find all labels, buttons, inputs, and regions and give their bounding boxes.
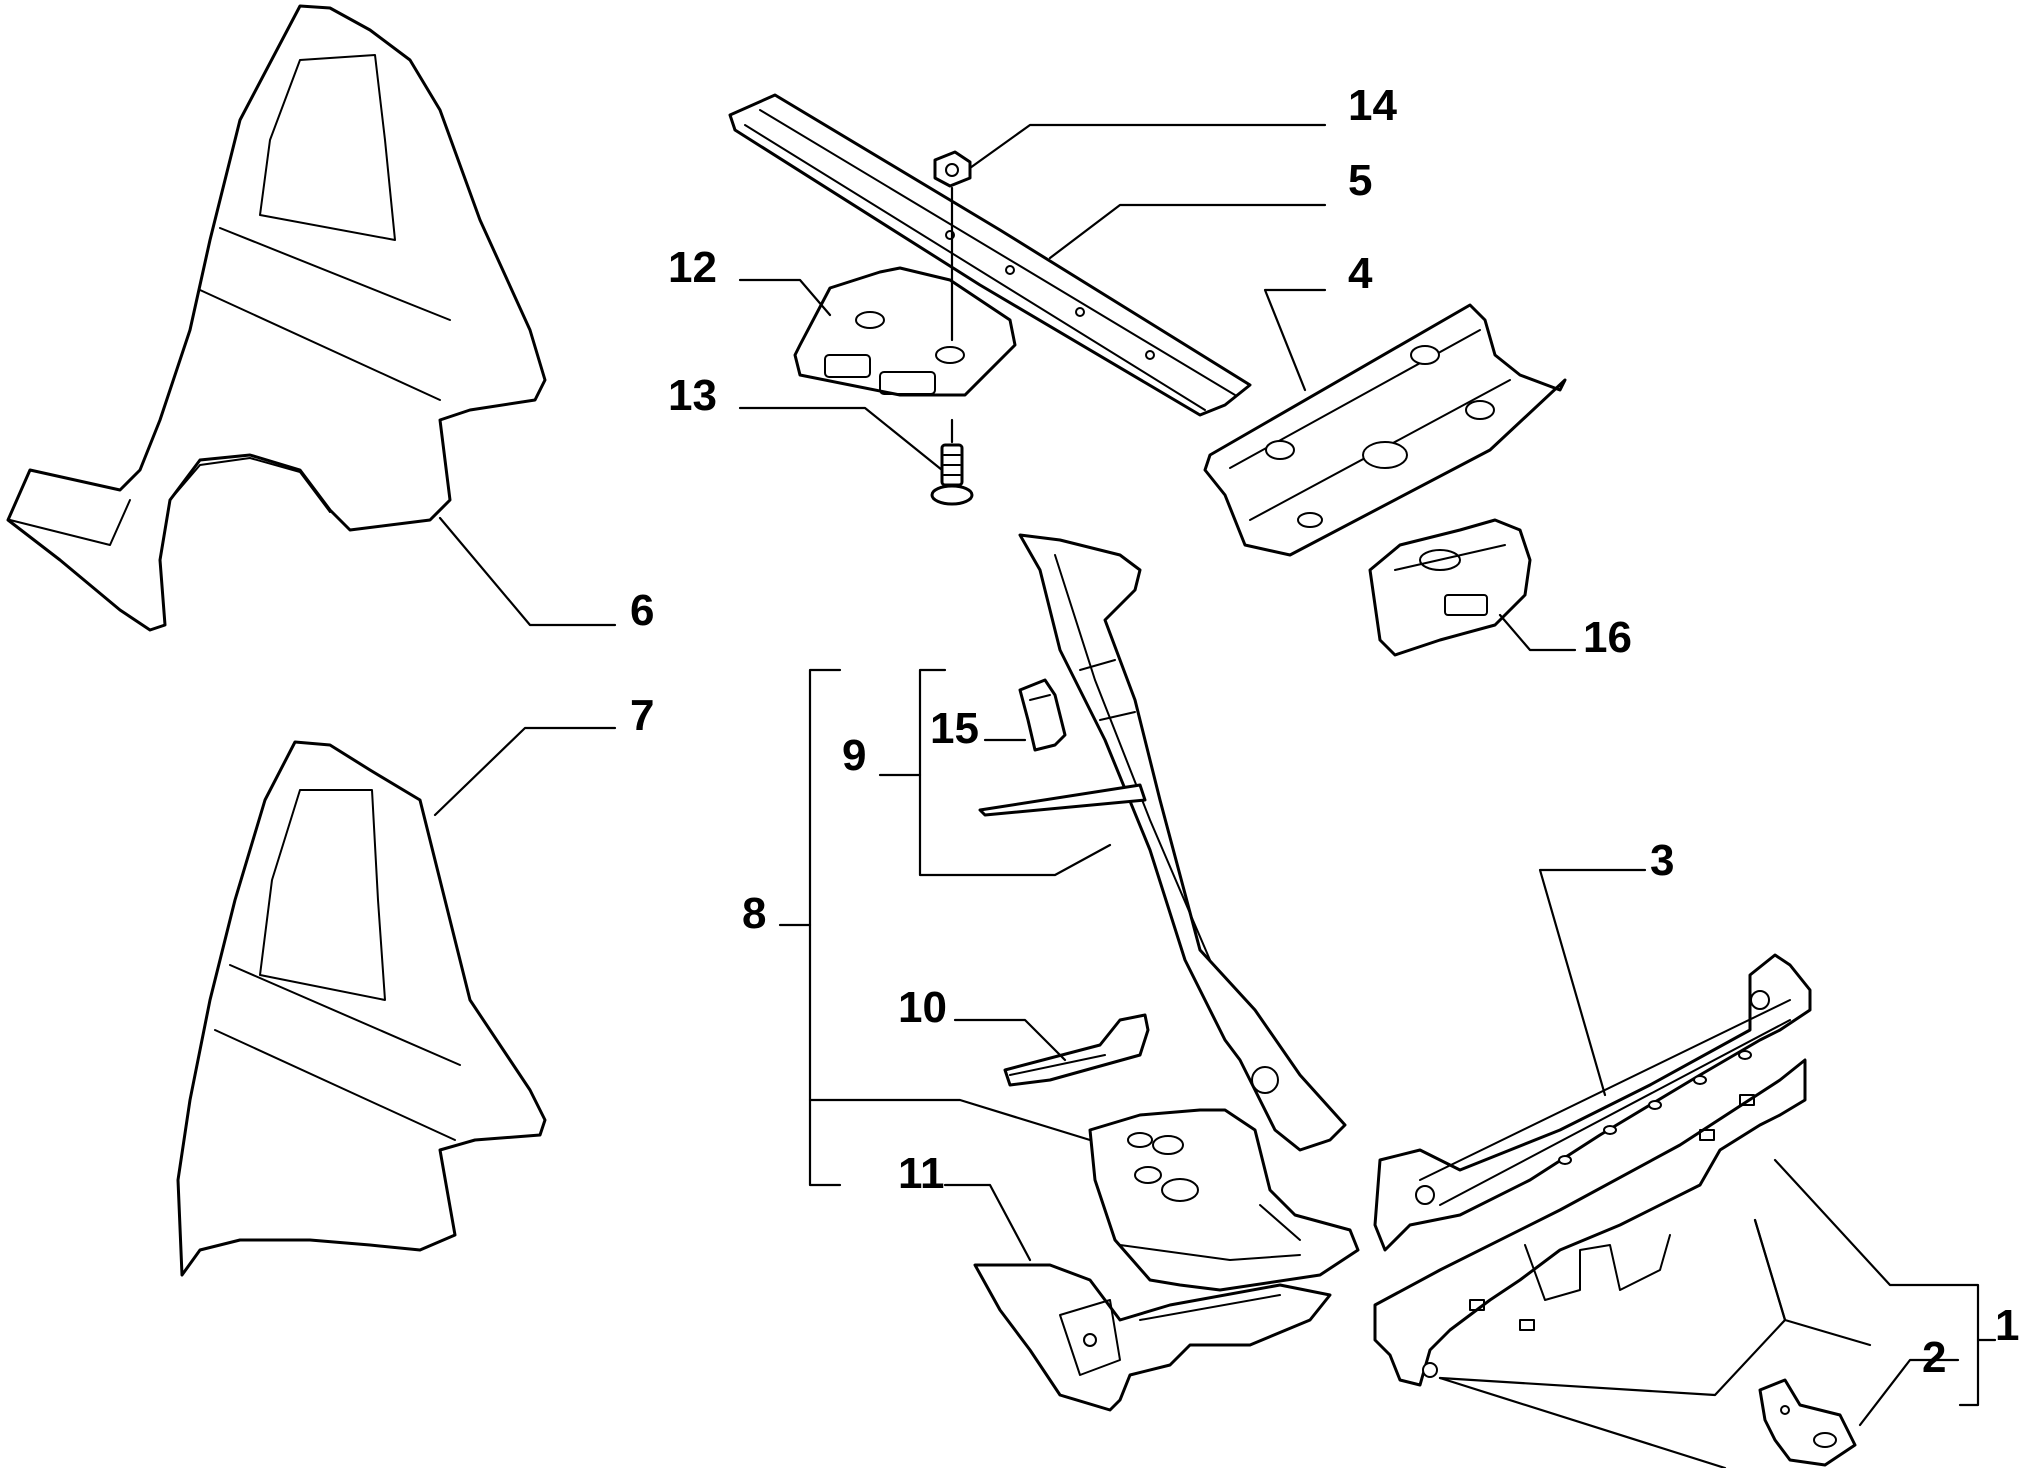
- callout-10: 10: [898, 983, 947, 1032]
- part-6-rear-quarter-panel[interactable]: [6, 4, 547, 632]
- leader-lines: [433, 123, 1997, 1468]
- part-3-upper-rear-panel[interactable]: [1373, 953, 1812, 1252]
- callout-15: 15: [930, 704, 979, 753]
- part-15-clip[interactable]: [1018, 678, 1067, 752]
- callout-8: 8: [742, 889, 766, 938]
- part-8-pillar-assembly[interactable]: [1018, 533, 1347, 1152]
- part-9-reinforcement-strip[interactable]: [978, 783, 1147, 817]
- callout-4: 4: [1348, 249, 1373, 298]
- part-4-floor-cross-member[interactable]: [1203, 303, 1567, 557]
- part-5-roof-cross-rail[interactable]: [728, 93, 1252, 417]
- callout-9: 9: [842, 731, 866, 780]
- callout-11: 11: [898, 1149, 945, 1198]
- part-14-nut[interactable]: [933, 150, 972, 188]
- part-2-small-bracket[interactable]: [1758, 1378, 1857, 1467]
- callout-7: 7: [630, 691, 654, 740]
- part-16-bracket[interactable]: [1368, 518, 1532, 657]
- callout-3: 3: [1650, 836, 1674, 885]
- callout-16: 16: [1583, 613, 1632, 662]
- part-13-bolt[interactable]: [930, 443, 974, 506]
- callout-1: 1: [1995, 1301, 2019, 1350]
- part-10-bracket[interactable]: [1003, 1013, 1150, 1087]
- part-8-lower-pillar-panel[interactable]: [1088, 1108, 1360, 1292]
- callout-labels: 14 5 12 4 13 6 16 7 15 9 3 8 10 11 1 2: [630, 81, 2019, 1382]
- callout-13: 13: [668, 371, 717, 420]
- part-11-lower-rail[interactable]: [973, 1263, 1332, 1412]
- callout-5: 5: [1348, 156, 1372, 205]
- callout-14: 14: [1348, 81, 1397, 130]
- part-7-rear-quarter-panel[interactable]: [176, 740, 547, 1277]
- callout-6: 6: [630, 586, 654, 635]
- callout-2: 2: [1922, 1333, 1946, 1382]
- part-1-rear-panel[interactable]: [1373, 1058, 1807, 1387]
- part-12-bracket[interactable]: [793, 266, 1017, 397]
- callout-12: 12: [668, 243, 717, 292]
